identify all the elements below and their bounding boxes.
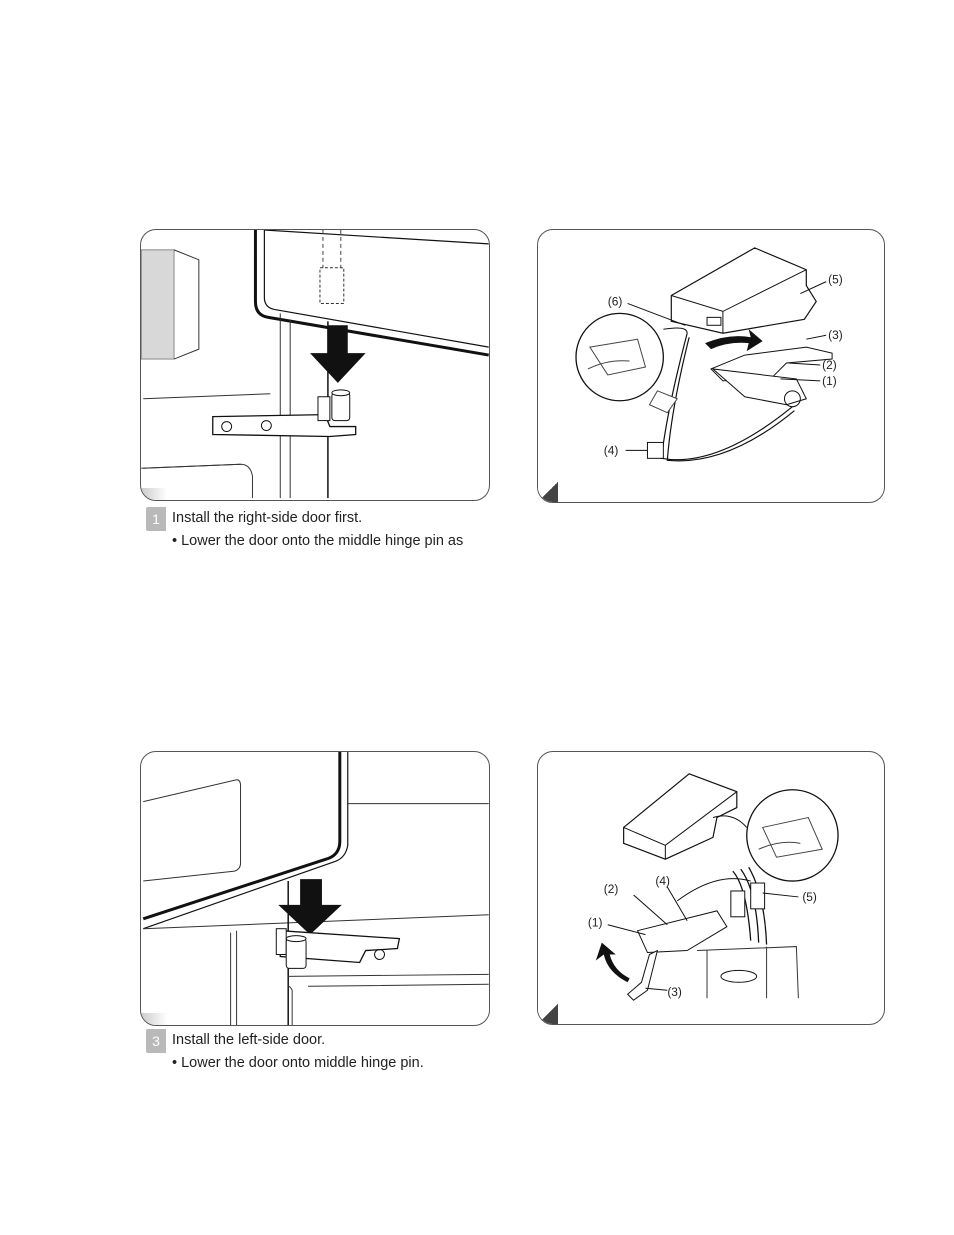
harness-illustration-1: (5) (6) (3) (2) (1) (4) <box>538 230 884 502</box>
figure-wire-harness-bottom: (2) (4) (5) (1) (3) <box>537 751 885 1025</box>
figure-step1-right-door <box>140 229 490 501</box>
step-3-title: Install the left-side door. <box>172 1030 325 1050</box>
harness-illustration-2: (2) (4) (5) (1) (3) <box>538 752 884 1024</box>
callout-5: (5) <box>802 890 817 904</box>
step-1-title: Install the right-side door first. <box>172 508 362 528</box>
callout-1: (1) <box>822 374 837 388</box>
callout-1: (1) <box>588 916 603 930</box>
step-number-badge: 1 <box>146 507 166 531</box>
callout-3: (3) <box>828 328 843 342</box>
callout-4: (4) <box>655 874 670 888</box>
step-number-badge: 3 <box>146 1029 166 1053</box>
callout-2: (2) <box>604 882 619 896</box>
callout-3: (3) <box>667 985 682 999</box>
figure-step3-left-door <box>140 751 490 1026</box>
callout-2: (2) <box>822 358 837 372</box>
callout-4: (4) <box>604 443 619 457</box>
callout-6: (6) <box>608 294 623 308</box>
step-1-bullet: • Lower the door onto the middle hinge p… <box>172 531 463 551</box>
callout-5: (5) <box>828 273 843 287</box>
step-3-bullet: • Lower the door onto middle hinge pin. <box>172 1053 424 1073</box>
figure-wire-harness-top: (5) (6) (3) (2) (1) (4) <box>537 229 885 503</box>
door-hinge-illustration-3 <box>141 752 489 1025</box>
door-hinge-illustration-1 <box>141 230 489 500</box>
